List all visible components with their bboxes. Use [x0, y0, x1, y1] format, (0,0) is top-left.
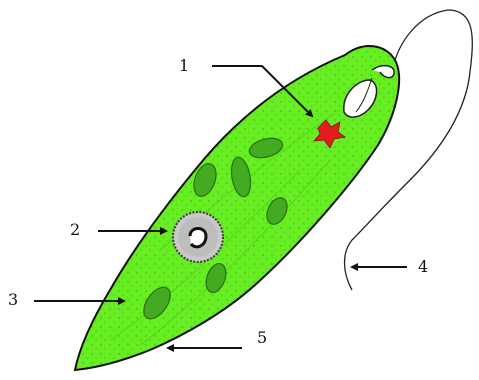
- label-3: 3: [8, 290, 18, 309]
- nucleolus: [190, 229, 206, 247]
- label-4: 4: [418, 257, 428, 276]
- label-2: 2: [70, 220, 80, 239]
- label-1: 1: [179, 56, 189, 75]
- label-5: 5: [257, 328, 267, 347]
- nucleus: [173, 212, 223, 262]
